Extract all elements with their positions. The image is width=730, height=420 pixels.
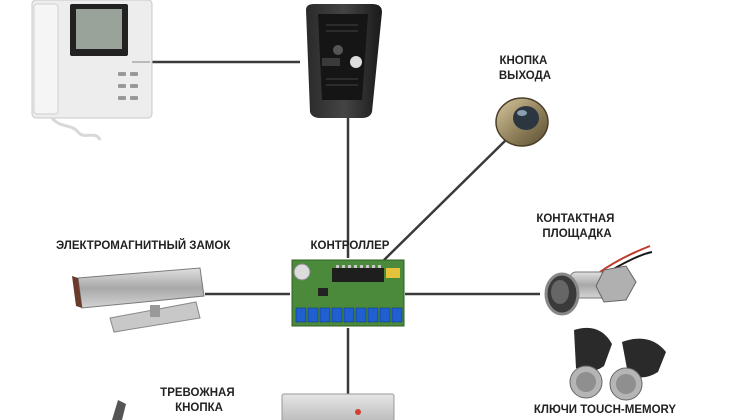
alarm-button-icon	[112, 400, 126, 420]
call-panel-icon	[306, 4, 382, 118]
power-supply-icon	[281, 393, 395, 420]
connection-lines	[152, 60, 540, 395]
exit-button-label: КНОПКА ВЫХОДА	[499, 55, 551, 82]
controller-board-icon	[291, 259, 405, 327]
em-lock-label: ЭЛЕКТРОМАГНИТНЫЙ ЗАМОК	[56, 239, 231, 252]
alarm-button-label: ТРЕВОЖНАЯ КНОПКА	[160, 387, 238, 414]
touch-memory-keys-label: КЛЮЧИ TOUCH-MEMORY	[534, 404, 676, 416]
controller-label: КОНТРОЛЛЕР	[311, 240, 390, 252]
em-lock-icon	[72, 267, 205, 333]
touch-memory-keys-icon	[569, 327, 666, 401]
contact-pad-icon	[544, 245, 653, 316]
line-controller-to-exit-button	[383, 137, 509, 261]
video-monitor-icon	[31, 0, 153, 141]
contact-pad-label: КОНТАКТНАЯ ПЛОЩАДКА	[536, 213, 617, 240]
exit-button-icon	[495, 97, 549, 147]
